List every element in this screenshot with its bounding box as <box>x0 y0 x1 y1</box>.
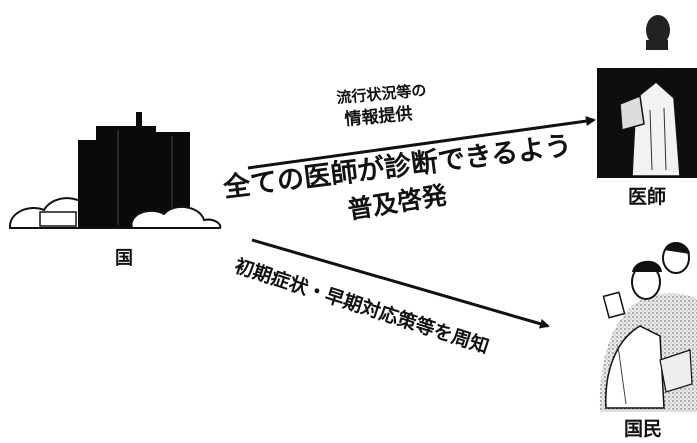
doctor-label: 医師 <box>628 186 667 208</box>
public-label: 国民 <box>624 418 663 440</box>
people-group-icon <box>599 242 697 412</box>
country-label: 国 <box>115 248 133 269</box>
government-building-icon <box>9 112 222 229</box>
public-arrow <box>251 238 550 329</box>
doctor-icon <box>597 15 697 178</box>
info-arrow <box>247 116 596 170</box>
